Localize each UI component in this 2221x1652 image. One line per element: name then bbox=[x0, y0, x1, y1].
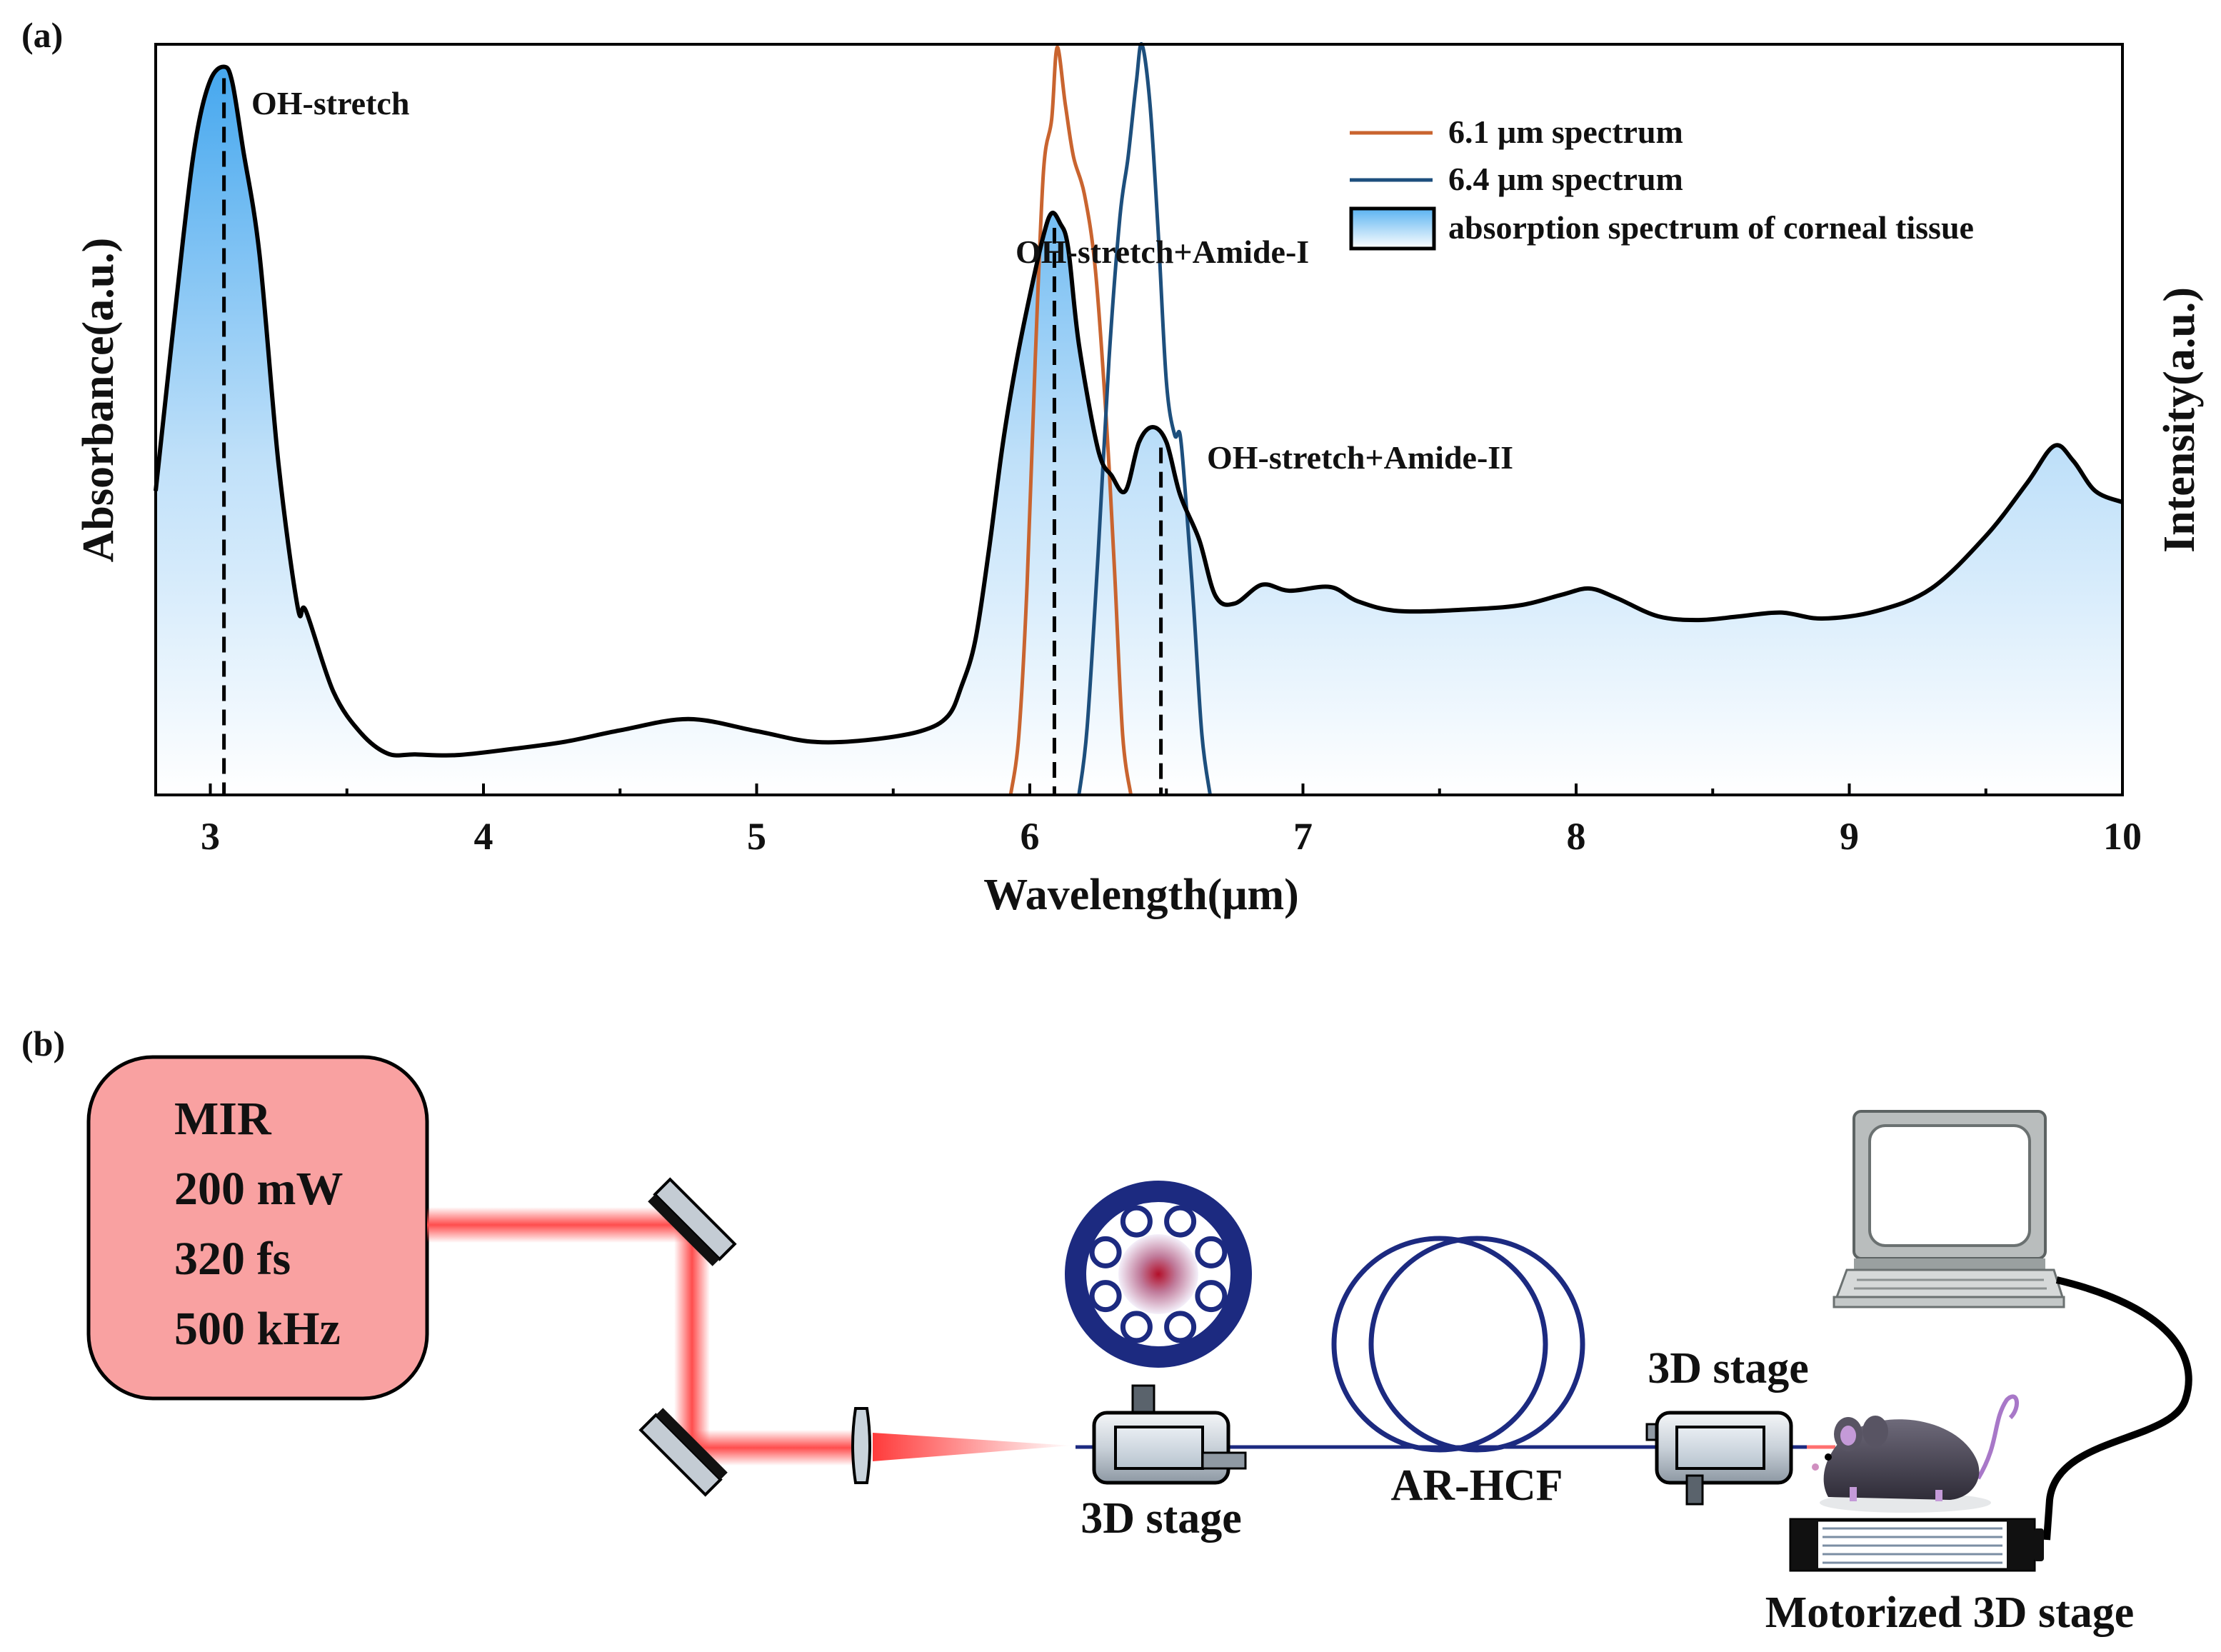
y-axis-label-right: Intensity(a.u.) bbox=[2155, 287, 2204, 553]
legend-label-6-4: 6.4 μm spectrum bbox=[1448, 161, 1683, 197]
x-tick-label: 9 bbox=[1840, 815, 1859, 858]
annotation-label: OH-stretch bbox=[251, 85, 409, 121]
laser-line-1: MIR bbox=[174, 1093, 272, 1145]
legend-label-6-1: 6.1 μm spectrum bbox=[1448, 114, 1683, 150]
mirror-1 bbox=[648, 1177, 737, 1266]
x-tick-label: 6 bbox=[1021, 815, 1040, 858]
motorized-stage bbox=[1789, 1518, 2044, 1572]
plot-frame bbox=[154, 43, 2124, 796]
computer-cable bbox=[2043, 1276, 2192, 1541]
absorption-line bbox=[154, 64, 2124, 758]
x-tick-label: 3 bbox=[201, 815, 220, 858]
x-axis-ticks: 3 4 5 6 7 8 9 10 bbox=[201, 784, 2142, 858]
fiber-capillary bbox=[1120, 1205, 1153, 1238]
mouse bbox=[1812, 1394, 2020, 1513]
focusing-lens bbox=[851, 1407, 871, 1484]
fiber-capillary bbox=[1089, 1280, 1122, 1313]
y-axis-label: Absorbance(a.u.) bbox=[74, 238, 123, 563]
fiber-capillary bbox=[1164, 1205, 1197, 1238]
motorized-stage-label: Motorized 3D stage bbox=[1765, 1588, 2135, 1637]
absorption-area bbox=[156, 66, 2122, 795]
laser-line-4: 500 kHz bbox=[174, 1303, 341, 1355]
legend-label-absorption: absorption spectrum of corneal tissue bbox=[1448, 209, 1974, 246]
annotation-label: OH-stretch+Amide-I bbox=[1016, 234, 1309, 270]
fiber-capillary bbox=[1120, 1311, 1153, 1343]
stage-left-label: 3D stage bbox=[1081, 1494, 1242, 1543]
x-tick-label: 7 bbox=[1293, 815, 1313, 858]
fiber-capillary bbox=[1164, 1311, 1197, 1343]
beam-segment-2 bbox=[674, 1226, 710, 1447]
fiber-coil bbox=[1331, 1236, 1585, 1453]
x-tick-label: 4 bbox=[474, 815, 493, 858]
panel-b-label: (b) bbox=[21, 1023, 65, 1063]
computer bbox=[1833, 1110, 2065, 1308]
beam-segment-3 bbox=[691, 1430, 863, 1466]
fiber-capillary bbox=[1089, 1236, 1122, 1268]
mirror-2 bbox=[638, 1408, 728, 1497]
stage-right-label: 3D stage bbox=[1648, 1344, 1809, 1393]
beam-segment-1 bbox=[427, 1207, 691, 1243]
series-6-1-um-line bbox=[1008, 45, 1133, 796]
stage-right bbox=[1645, 1411, 1793, 1506]
fiber-label: AR-HCF bbox=[1390, 1461, 1563, 1510]
panel-a-label: (a) bbox=[21, 15, 63, 55]
fiber-capillary bbox=[1195, 1280, 1228, 1313]
stage-left bbox=[1092, 1384, 1247, 1485]
series-layer bbox=[154, 42, 2124, 796]
fiber-cross-section bbox=[1065, 1181, 1252, 1368]
fiber-capillary bbox=[1195, 1236, 1228, 1268]
annotation-label: OH-stretch+Amide-II bbox=[1207, 439, 1513, 476]
legend-swatch-absorption bbox=[1349, 206, 1436, 251]
focused-beam bbox=[873, 1433, 1071, 1461]
laser-line-3: 320 fs bbox=[174, 1233, 291, 1285]
mir-laser: MIR 200 mW 320 fs 500 kHz bbox=[86, 1055, 429, 1401]
x-tick-label: 8 bbox=[1567, 815, 1586, 858]
x-axis-label: Wavelength(μm) bbox=[983, 871, 1299, 919]
x-tick-label: 10 bbox=[2103, 815, 2142, 858]
laser-line-2: 200 mW bbox=[174, 1163, 343, 1215]
legend: 6.1 μm spectrum 6.4 μm spectrum absorpti… bbox=[1349, 114, 1974, 251]
series-6-4-um-line bbox=[1077, 42, 1212, 796]
x-tick-label: 5 bbox=[747, 815, 766, 858]
